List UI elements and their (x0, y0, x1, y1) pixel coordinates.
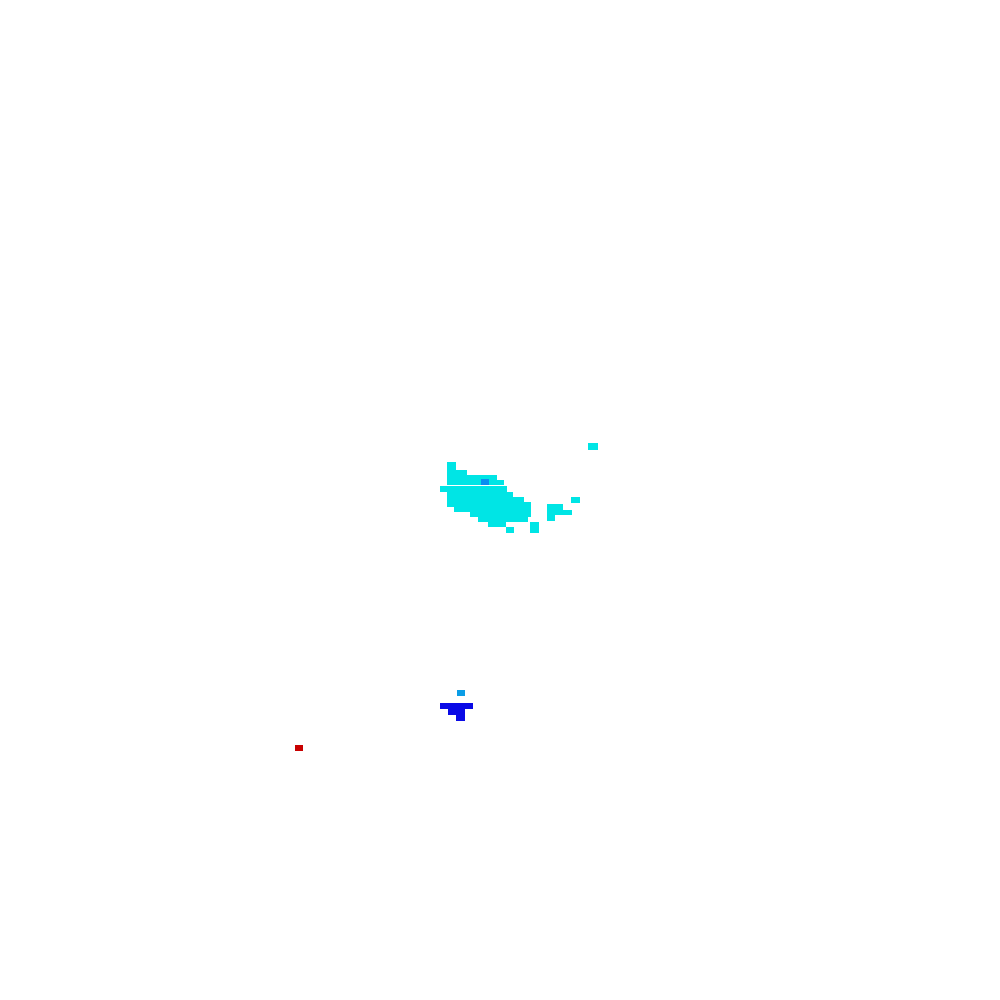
cyan-cluster-block (454, 507, 531, 512)
cyan-cluster-block (440, 486, 507, 492)
cyan-cluster-block (447, 480, 504, 485)
red-dot (295, 745, 303, 751)
cyan-cluster-block (547, 510, 572, 515)
cyan-cluster-block (547, 515, 555, 521)
cyan-inner-dot (481, 479, 489, 485)
blue-cluster-block (456, 715, 465, 721)
cyan-cluster-block (478, 517, 528, 522)
cyan-cluster-block (530, 522, 539, 533)
cyan-cluster-block (447, 502, 531, 507)
cyan-cluster-block (506, 527, 514, 533)
cyan-cluster-block (470, 512, 531, 517)
blue-cluster-block (448, 709, 465, 715)
light-blue-dot (457, 690, 465, 696)
cyan-cluster-block (447, 462, 456, 470)
cyan-cluster-block (447, 470, 467, 475)
cyan-cluster-block (447, 475, 497, 480)
cyan-cluster-block (571, 497, 580, 503)
blue-cluster-block (440, 703, 473, 709)
cyan-cluster-block (447, 492, 513, 497)
cyan-cluster-block (588, 443, 598, 450)
cyan-cluster-block (547, 504, 563, 510)
cyan-cluster-block (447, 497, 524, 502)
cyan-cluster-block (488, 522, 506, 527)
